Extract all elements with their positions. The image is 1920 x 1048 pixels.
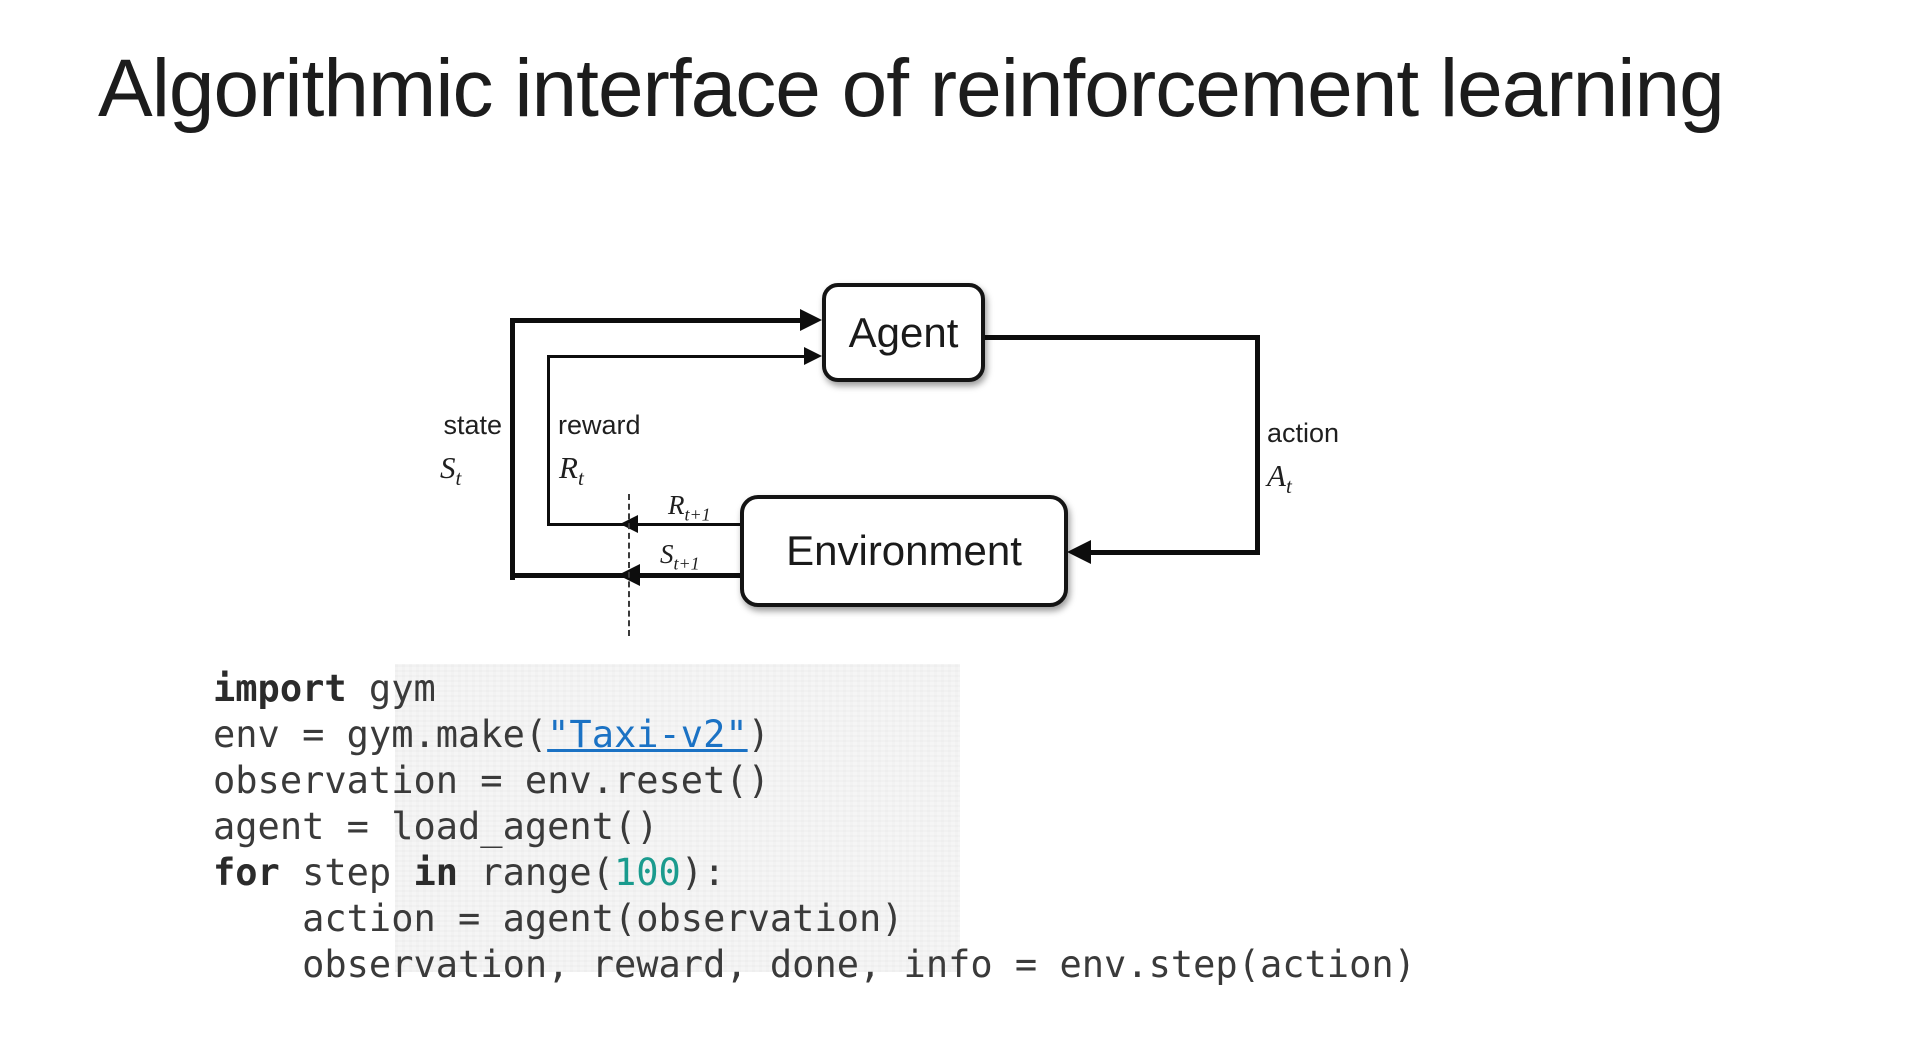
action-line-top bbox=[985, 335, 1260, 340]
agent-box-label: Agent bbox=[848, 308, 959, 356]
reward-line-bottom bbox=[547, 523, 740, 526]
state-line-top bbox=[510, 318, 802, 323]
timestep-boundary-dashed-line bbox=[628, 494, 630, 636]
reward-arrowhead-into-agent-icon bbox=[804, 347, 822, 365]
code-line: for step in range(100): bbox=[213, 851, 726, 894]
action-label: action bbox=[1267, 418, 1340, 448]
reward-line-vertical bbox=[547, 355, 550, 526]
agent-box: Agent bbox=[822, 283, 985, 382]
state-symbol: St bbox=[440, 450, 462, 491]
environment-box: Environment bbox=[740, 495, 1068, 607]
state-line-vertical bbox=[510, 318, 515, 580]
keyword-for: for bbox=[213, 851, 280, 894]
keyword-import: import bbox=[213, 667, 347, 710]
number-literal: 100 bbox=[613, 851, 681, 894]
code-line: observation = env.reset() bbox=[213, 759, 770, 802]
action-arrowhead-into-environment-icon bbox=[1067, 540, 1091, 564]
code-line: observation, reward, done, info = env.st… bbox=[213, 943, 1416, 986]
reward-label: reward bbox=[558, 410, 641, 440]
code-line: env = gym.make("Taxi-v2") bbox=[213, 713, 770, 756]
code-line: action = agent(observation) bbox=[213, 897, 904, 940]
action-line-vertical bbox=[1255, 335, 1260, 555]
next-state-symbol: St+1 bbox=[660, 539, 700, 574]
next-reward-symbol: Rt+1 bbox=[668, 490, 711, 525]
code-line: agent = load_agent() bbox=[213, 805, 659, 848]
state-arrowhead-into-agent-icon bbox=[800, 309, 822, 331]
environment-box-label: Environment bbox=[786, 527, 1022, 574]
action-symbol: At bbox=[1267, 458, 1292, 499]
state-label: state bbox=[443, 410, 502, 440]
page-title: Algorithmic interface of reinforcement l… bbox=[98, 43, 1725, 134]
code-block: import gym env = gym.make("Taxi-v2") obs… bbox=[213, 666, 1416, 988]
reward-line-top bbox=[547, 355, 806, 358]
reward-symbol: Rt bbox=[559, 450, 584, 491]
code-line: import gym bbox=[213, 667, 436, 710]
action-line-bottom bbox=[1091, 550, 1260, 555]
keyword-in: in bbox=[413, 851, 459, 894]
code-background-watermark bbox=[395, 664, 960, 972]
taxi-v2-link[interactable]: "Taxi-v2" bbox=[547, 713, 748, 756]
